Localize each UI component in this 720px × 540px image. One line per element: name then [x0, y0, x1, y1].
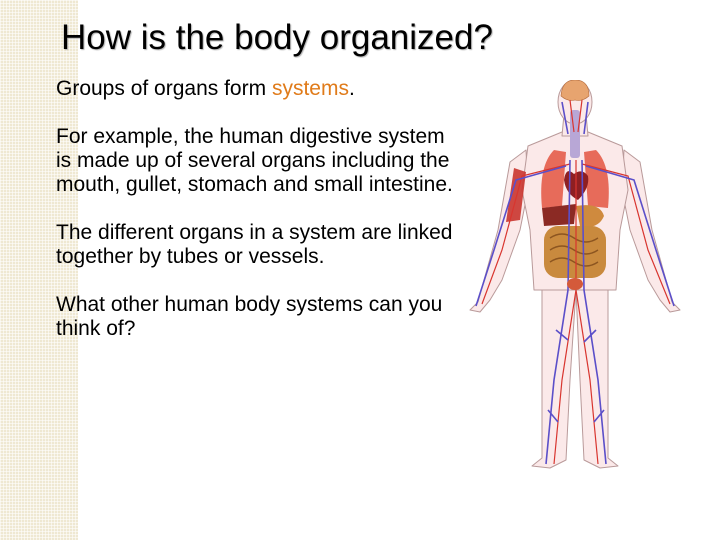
paragraph-digestive-example: For example, the human digestive system … — [56, 125, 453, 196]
human-body-systems-icon — [469, 80, 681, 469]
decorative-side-band — [0, 0, 78, 540]
paragraph-systems: Groups of organs form systems. — [56, 77, 456, 101]
paragraph-question: What other human body systems can you th… — [56, 293, 443, 340]
slide-title: How is the body organized? — [61, 18, 493, 57]
paragraph-vessels: The different organs in a system are lin… — [56, 221, 453, 268]
systems-highlight: systems — [271, 77, 349, 100]
slide-body: Groups of organs form systems. For examp… — [56, 77, 456, 365]
paragraph-systems-prefix: Groups of organs form — [56, 77, 272, 100]
paragraph-systems-suffix: . — [348, 77, 355, 100]
